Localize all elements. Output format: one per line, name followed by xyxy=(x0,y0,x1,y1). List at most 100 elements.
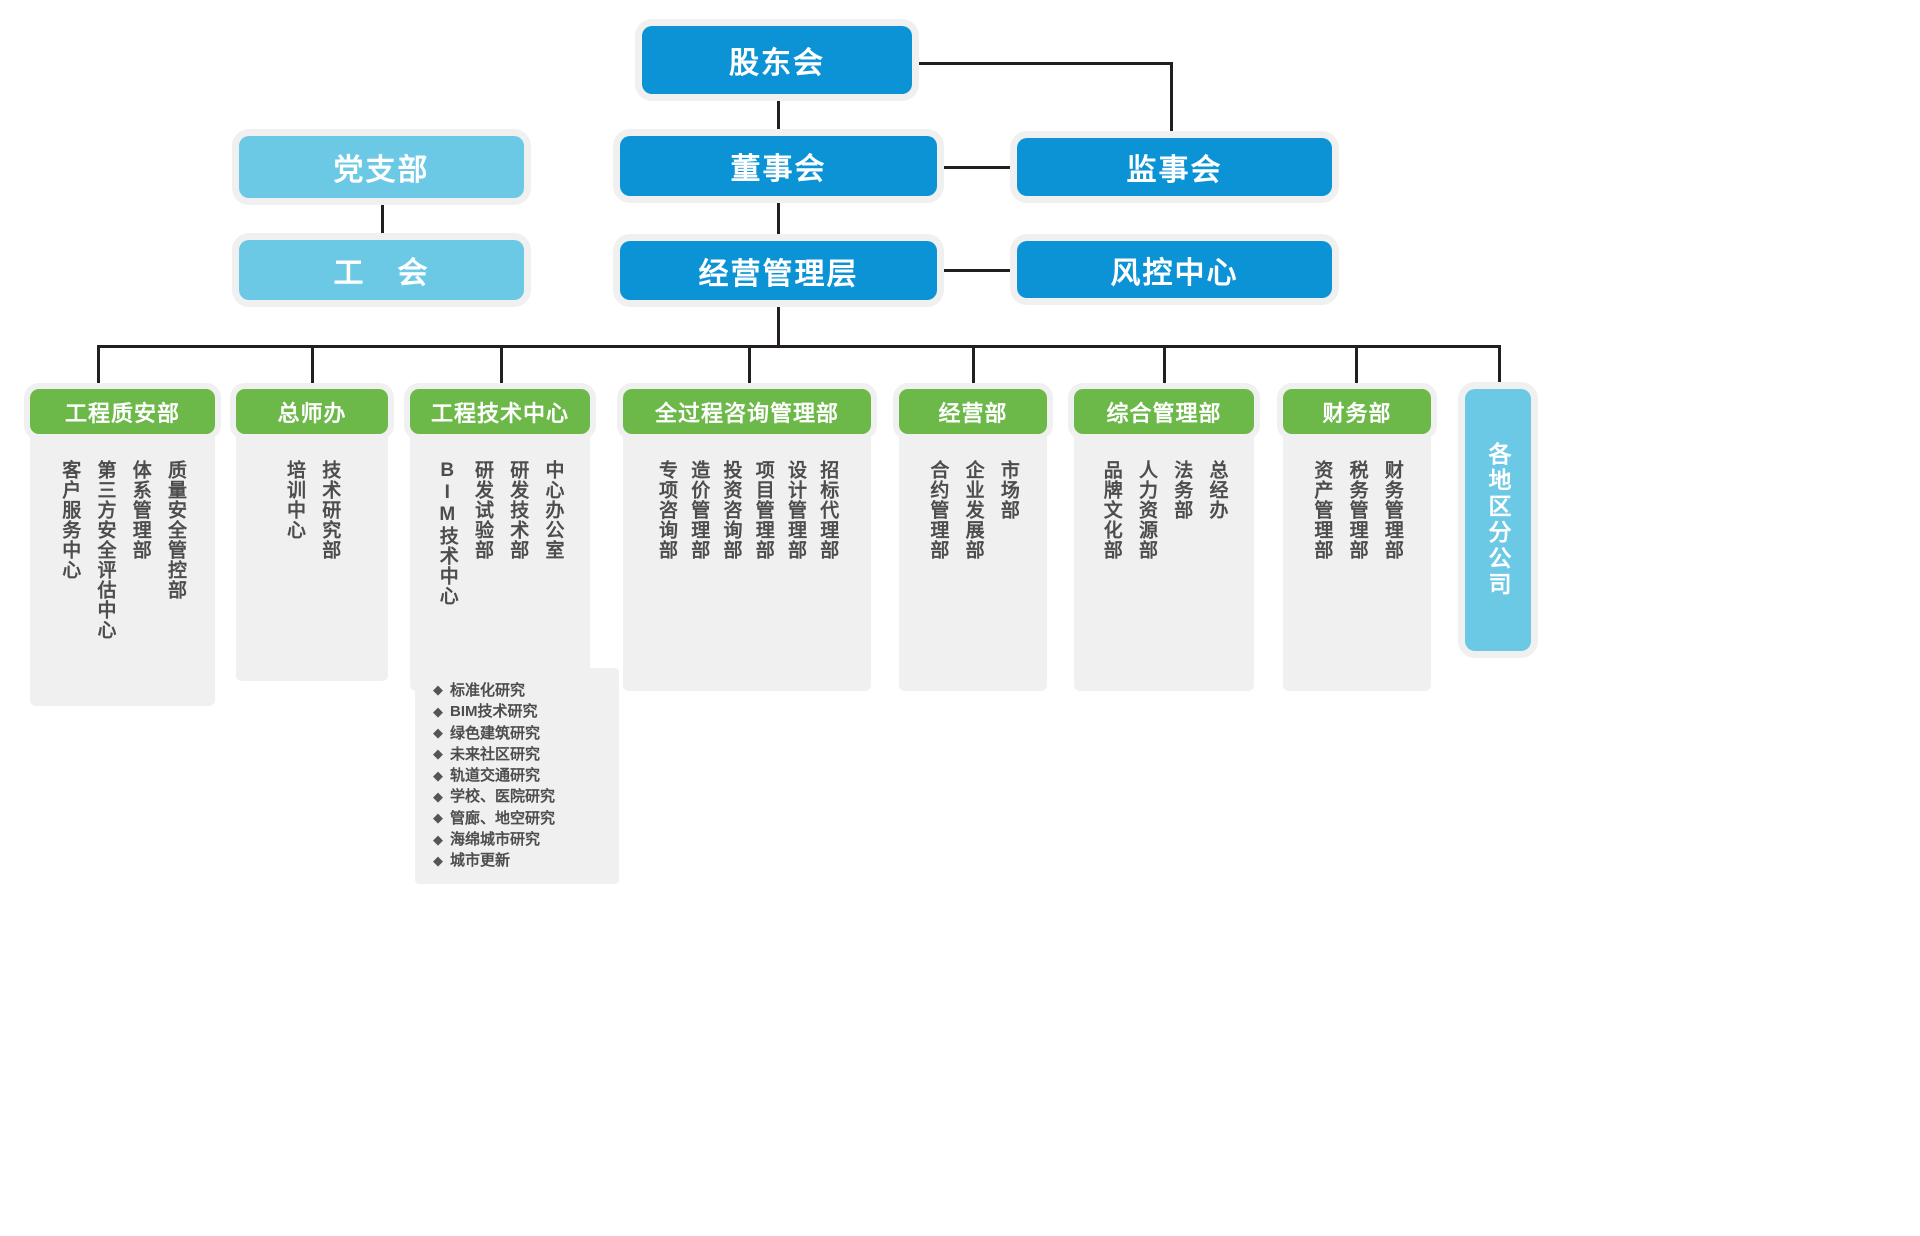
node-party-branch[interactable]: 党支部 xyxy=(239,136,524,198)
department-unit[interactable]: 体系管理部 xyxy=(129,460,151,560)
research-item[interactable]: ◆ 城市更新 xyxy=(433,850,605,871)
department-header-label-1: 总师办 xyxy=(277,400,347,426)
department-header-4[interactable]: 经营部 xyxy=(899,389,1047,434)
department-header-1[interactable]: 总师办 xyxy=(236,389,388,434)
department-unit[interactable]: 造价管理部 xyxy=(688,460,710,560)
connector-shareholders-board xyxy=(777,94,780,137)
department-unit[interactable]: 专项咨询部 xyxy=(655,460,677,560)
department-unit[interactable]: 质量安全管控部 xyxy=(165,460,187,600)
department-unit[interactable]: 设计管理部 xyxy=(785,460,807,560)
node-board-label: 董事会 xyxy=(730,153,827,186)
diamond-bullet-icon: ◆ xyxy=(433,810,443,826)
research-item-label: 轨道交通研究 xyxy=(450,767,541,785)
connector-drop-1 xyxy=(97,345,100,389)
node-supervisory-label: 监事会 xyxy=(1126,154,1223,187)
node-shareholders[interactable]: 股东会 xyxy=(642,26,912,94)
department-unit[interactable]: 客户服务中心 xyxy=(59,460,81,580)
research-item[interactable]: ◆ BIM技术研究 xyxy=(433,701,605,722)
node-management-layer[interactable]: 经营管理层 xyxy=(620,241,937,300)
department-unit[interactable]: 中心办公室 xyxy=(542,460,564,560)
connector-management-bus xyxy=(777,300,780,346)
research-item-label: BIM技术研究 xyxy=(450,703,538,721)
department-header-3[interactable]: 全过程咨询管理部 xyxy=(623,389,871,434)
connector-drop-3 xyxy=(500,345,503,389)
research-item[interactable]: ◆ 未来社区研究 xyxy=(433,744,605,765)
department-header-5[interactable]: 综合管理部 xyxy=(1074,389,1254,434)
node-regional-branches[interactable]: 各地区分公司 xyxy=(1465,389,1531,651)
node-party-branch-label: 党支部 xyxy=(333,154,430,187)
department-unit[interactable]: 市场部 xyxy=(997,460,1019,520)
department-header-label-2: 工程技术中心 xyxy=(430,400,569,426)
department-header-label-0: 工程质安部 xyxy=(64,400,180,426)
department-header-label-3: 全过程咨询管理部 xyxy=(654,400,839,426)
department-unit[interactable]: BIM技术中心 xyxy=(436,460,458,606)
connector-party-union xyxy=(381,198,384,240)
department-units-4: 市场部 企业发展部 合约管理部 xyxy=(899,434,1047,691)
department-units-6: 财务管理部 税务管理部 资产管理部 xyxy=(1283,434,1431,691)
research-item[interactable]: ◆ 学校、医院研究 xyxy=(433,786,605,807)
department-header-2[interactable]: 工程技术中心 xyxy=(410,389,590,434)
node-labor-union[interactable]: 工 会 xyxy=(239,240,524,300)
connector-supervisory-drop xyxy=(1170,62,1173,138)
connector-drop-2 xyxy=(311,345,314,389)
node-management-label: 经营管理层 xyxy=(698,257,859,291)
department-group-2: 工程技术中心 中心办公室 研发技术部 研发试验部 BIM技术中心 xyxy=(410,389,590,691)
department-units-1: 技术研究部 培训中心 xyxy=(236,434,388,681)
department-unit[interactable]: 人力资源部 xyxy=(1136,460,1157,560)
department-header-label-5: 综合管理部 xyxy=(1106,400,1222,426)
department-units-5: 总经办 法务部 人力资源部 品牌文化部 xyxy=(1074,434,1254,691)
department-units-0: 质量安全管控部 体系管理部 第三方安全评估中心 客户服务中心 xyxy=(30,434,215,706)
department-unit[interactable]: 总经办 xyxy=(1206,460,1228,520)
department-unit[interactable]: 招标代理部 xyxy=(817,460,839,560)
department-unit[interactable]: 企业发展部 xyxy=(962,460,984,560)
diamond-bullet-icon: ◆ xyxy=(433,703,443,719)
research-topics-panel: ◆ 标准化研究 ◆ BIM技术研究 ◆ 绿色建筑研究 ◆ 未来社区研究 ◆ 轨道… xyxy=(415,668,619,884)
department-unit[interactable]: 税务管理部 xyxy=(1346,460,1368,560)
node-risk-label: 风控中心 xyxy=(1110,256,1239,290)
node-labor-union-label: 工 会 xyxy=(333,257,430,290)
department-unit[interactable]: 培训中心 xyxy=(284,460,305,540)
research-item-label: 绿色建筑研究 xyxy=(450,724,541,742)
node-shareholders-label: 股东会 xyxy=(729,47,825,80)
research-item[interactable]: ◆ 管廊、地空研究 xyxy=(433,808,605,829)
department-unit[interactable]: 技术研究部 xyxy=(319,460,341,560)
node-board-of-directors[interactable]: 董事会 xyxy=(620,136,937,196)
research-item[interactable]: ◆ 标准化研究 xyxy=(433,680,605,701)
diamond-bullet-icon: ◆ xyxy=(433,831,443,847)
connector-shareholders-supervisory xyxy=(912,62,1172,65)
department-units-2: 中心办公室 研发技术部 研发试验部 BIM技术中心 xyxy=(410,434,590,691)
department-group-1: 总师办 技术研究部 培训中心 xyxy=(236,389,388,681)
department-units-3: 招标代理部 设计管理部 项目管理部 投资咨询部 造价管理部 专项咨询部 xyxy=(623,434,871,691)
diamond-bullet-icon: ◆ xyxy=(433,682,443,698)
research-item-label: 管廊、地空研究 xyxy=(450,809,556,827)
node-supervisory-board[interactable]: 监事会 xyxy=(1017,138,1332,196)
connector-board-management xyxy=(777,196,780,241)
research-item-label: 城市更新 xyxy=(450,852,511,870)
department-header-label-6: 财务部 xyxy=(1322,400,1392,426)
department-group-3: 全过程咨询管理部 招标代理部 设计管理部 项目管理部 投资咨询部 造价管理部 专… xyxy=(623,389,871,691)
department-unit[interactable]: 财务管理部 xyxy=(1381,460,1403,560)
connector-drop-7 xyxy=(1355,345,1358,389)
department-unit[interactable]: 法务部 xyxy=(1171,460,1193,520)
department-unit[interactable]: 第三方安全评估中心 xyxy=(94,460,116,640)
diamond-bullet-icon: ◆ xyxy=(433,725,443,741)
research-item[interactable]: ◆ 海绵城市研究 xyxy=(433,829,605,850)
department-unit[interactable]: 项目管理部 xyxy=(752,460,774,560)
department-unit[interactable]: 合约管理部 xyxy=(927,460,949,560)
department-unit[interactable]: 投资咨询部 xyxy=(720,460,742,560)
department-header-6[interactable]: 财务部 xyxy=(1283,389,1431,434)
research-item[interactable]: ◆ 绿色建筑研究 xyxy=(433,723,605,744)
department-unit[interactable]: 研发技术部 xyxy=(507,460,529,560)
diamond-bullet-icon: ◆ xyxy=(433,788,443,804)
node-regional-branches-label: 各地区分公司 xyxy=(1485,442,1511,598)
department-unit[interactable]: 研发试验部 xyxy=(472,460,493,560)
diamond-bullet-icon: ◆ xyxy=(433,852,443,868)
department-unit[interactable]: 资产管理部 xyxy=(1311,460,1333,560)
department-unit[interactable]: 品牌文化部 xyxy=(1100,460,1122,560)
research-item[interactable]: ◆ 轨道交通研究 xyxy=(433,765,605,786)
node-risk-control-center[interactable]: 风控中心 xyxy=(1017,241,1332,298)
department-header-label-4: 经营部 xyxy=(938,400,1008,426)
connector-management-risk xyxy=(937,269,1017,272)
department-header-0[interactable]: 工程质安部 xyxy=(30,389,215,434)
